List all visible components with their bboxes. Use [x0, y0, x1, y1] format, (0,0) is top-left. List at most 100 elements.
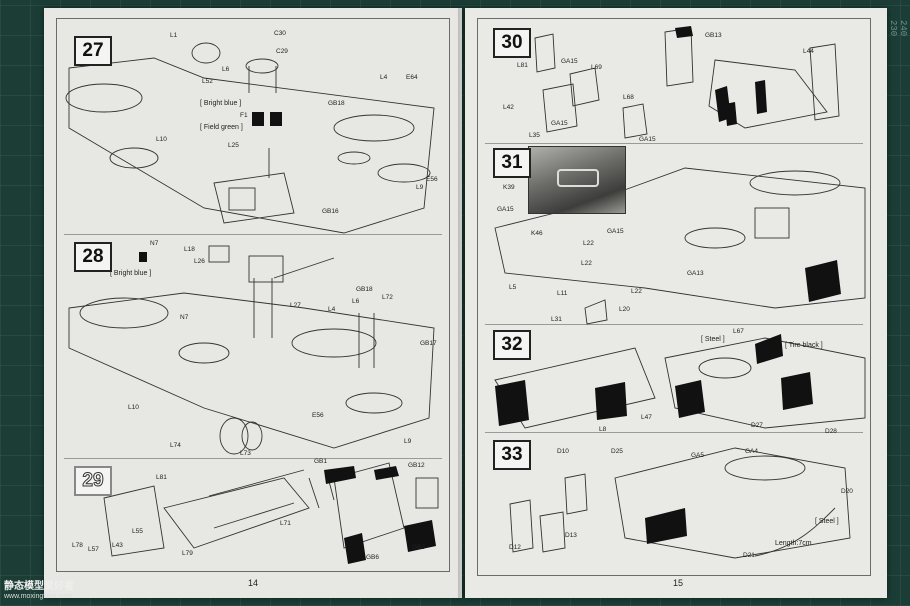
part-label: L22	[581, 260, 592, 267]
part-label: L81	[517, 62, 528, 69]
page-number: 15	[673, 578, 684, 588]
watermark-url: www.moxingfans.com	[4, 592, 72, 600]
part-label: L6	[222, 66, 230, 73]
part-label: L68	[623, 94, 634, 101]
part-label: L4	[380, 74, 388, 81]
part-label: D13	[565, 532, 577, 539]
paint-color: [ Bright blue ]	[110, 270, 152, 277]
part-label: L67	[733, 328, 744, 335]
part-label: L47	[641, 414, 652, 421]
mat-ruler-tick: 230	[888, 20, 898, 37]
part-label: L11	[557, 290, 568, 297]
part-label: GB18	[328, 100, 345, 107]
part-label: L79	[182, 550, 193, 557]
watermark-site-name: 静态模型爱好者	[4, 581, 74, 593]
step-separator	[64, 234, 442, 235]
reference-photo	[528, 146, 626, 214]
part-label: N7	[180, 314, 189, 321]
site-watermark: 静态模型爱好者 www.moxingfans.com	[4, 582, 74, 600]
part-label: L55	[132, 528, 143, 535]
part-label: L26	[194, 258, 205, 265]
part-label: GB18	[356, 286, 373, 293]
part-label: L9	[416, 184, 424, 191]
part-label: L4	[328, 306, 336, 313]
part-label: GB1	[314, 458, 328, 465]
part-label: GA4	[745, 448, 759, 455]
step-separator	[485, 432, 863, 433]
paint-color: [ Steel ]	[701, 336, 725, 343]
step-number: 30	[493, 28, 531, 58]
part-label: GA15	[497, 206, 514, 213]
part-label: GA15	[607, 228, 624, 235]
part-label: F1	[240, 112, 248, 119]
part-label: L8	[599, 426, 607, 433]
part-label: D12	[509, 544, 521, 551]
part-label: L42	[503, 104, 514, 111]
paint-color: [ Bright blue ]	[200, 100, 242, 107]
part-label: GA15	[639, 136, 656, 143]
part-label: L9	[404, 438, 412, 445]
assembly-drawing-left	[65, 42, 439, 564]
instruction-page-left: 27 28 29 L1 C30 C29 L6 L52 L10 L4 E64 GB…	[44, 8, 462, 598]
step-number: 28	[74, 242, 112, 272]
part-label: D20	[841, 488, 853, 495]
paint-color: [ Steel ]	[815, 518, 839, 525]
part-label: L35	[529, 132, 540, 139]
part-label: L10	[128, 404, 139, 411]
step-number: 31	[493, 148, 531, 178]
part-label: GB12	[408, 462, 425, 469]
part-label: K39	[503, 184, 515, 191]
part-label: GB17	[420, 340, 437, 347]
part-label: L31	[551, 316, 562, 323]
part-label: GA13	[687, 270, 704, 277]
part-label: D21	[743, 552, 755, 559]
part-label: D25	[611, 448, 623, 455]
page-frame	[477, 18, 871, 576]
part-label: GB16	[322, 208, 339, 215]
instruction-page-right: 30 31 32 33 GA15 L81 L69 L42 L35 GA15 L6…	[465, 8, 887, 598]
part-label: N7	[150, 240, 159, 247]
part-label: L22	[583, 240, 594, 247]
part-label: D28	[825, 428, 837, 435]
part-label: L43	[112, 542, 123, 549]
step-separator	[64, 458, 442, 459]
part-label: GB13	[705, 32, 722, 39]
part-label: L6	[352, 298, 360, 305]
length-note: Length:7cm	[775, 540, 812, 547]
part-label: L20	[619, 306, 630, 313]
part-label: L74	[170, 442, 181, 449]
part-label: K46	[531, 230, 543, 237]
part-label: C30	[274, 30, 286, 37]
mat-ruler: 2402302202102001901801701601501401301201…	[678, 20, 908, 560]
part-label: GA15	[561, 58, 578, 65]
paint-color: [ Field green ]	[200, 124, 243, 131]
part-label: E56	[426, 176, 438, 183]
part-label: L18	[184, 246, 195, 253]
part-label: GA15	[551, 120, 568, 127]
part-label: L71	[280, 520, 291, 527]
part-label: L10	[156, 136, 167, 143]
step-number: 33	[493, 440, 531, 470]
mat-ruler-tick: 240	[898, 20, 908, 37]
step-separator	[485, 324, 863, 325]
part-label: L57	[88, 546, 99, 553]
part-label: E64	[406, 74, 418, 81]
page-number: 14	[248, 578, 259, 588]
part-label: GA5	[691, 452, 705, 459]
part-label: GB6	[366, 554, 380, 561]
part-label: L78	[72, 542, 83, 549]
part-label: L44	[803, 48, 814, 55]
part-label: L81	[156, 474, 167, 481]
paint-color: [ Tire black ]	[785, 342, 823, 349]
part-label: L22	[631, 288, 642, 295]
step-number: 29	[74, 466, 112, 496]
part-label: L1	[170, 32, 178, 39]
part-label: C29	[276, 48, 288, 55]
step-number: 27	[74, 36, 112, 66]
part-label: L69	[591, 64, 602, 71]
part-label: L73	[240, 450, 251, 457]
assembly-drawing-right	[494, 26, 866, 559]
part-label: L5	[509, 284, 517, 291]
part-label: L25	[228, 142, 239, 149]
part-label: D27	[751, 422, 763, 429]
